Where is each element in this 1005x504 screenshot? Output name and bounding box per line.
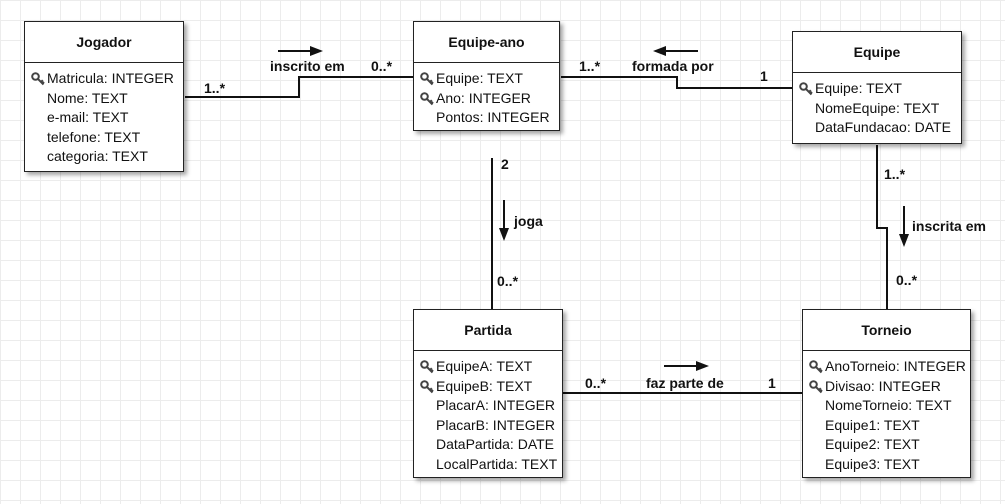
field-text: LocalPartida: TEXT	[436, 455, 558, 472]
field-text: Divisao: INTEGER	[825, 377, 941, 394]
field-text: Nome: TEXT	[47, 89, 128, 106]
line-formada-por	[561, 76, 793, 89]
relation-label-faz-parte-de: faz parte de	[646, 375, 724, 391]
multiplicity-jogador: 1..*	[204, 80, 226, 96]
entity-partida[interactable]: Partida EquipeA: TEXT EquipeB: TEXT Placar…	[413, 309, 563, 478]
attribute-field: Pontos: INTEGER	[414, 108, 559, 128]
field-text: Equipe1: TEXT	[825, 416, 920, 433]
key-icon	[809, 379, 823, 394]
multiplicity-equipe-formada: 1	[760, 68, 768, 84]
multiplicity-equipe-ano-joga: 2	[501, 156, 509, 172]
field-text: EquipeB: TEXT	[436, 377, 533, 394]
field-text: Equipe: TEXT	[815, 80, 902, 96]
attribute-field: Equipe1: TEXT	[803, 416, 970, 436]
field-text: Ano: INTEGER	[436, 89, 531, 106]
attribute-field: e-mail: TEXT	[25, 108, 183, 128]
entity-equipe[interactable]: Equipe Equipe: TEXT NomeEquipe: TEXT DataF…	[792, 31, 962, 144]
attribute-field: PlacarA: INTEGER	[414, 396, 562, 416]
attribute-field: LocalPartida: TEXT	[414, 455, 562, 475]
primary-key-field: EquipeB: TEXT	[414, 377, 562, 397]
primary-key-field: Divisao: INTEGER	[803, 377, 970, 397]
relation-label-inscrito-em: inscrito em	[270, 58, 345, 74]
field-text: telefone: TEXT	[47, 128, 141, 145]
arrow-down-icon	[899, 206, 909, 247]
field-text: categoria: TEXT	[47, 148, 148, 164]
multiplicity-torneio-faz-parte: 1	[768, 375, 776, 391]
attribute-field: Nome: TEXT	[25, 89, 183, 109]
primary-key-field: AnoTorneio: INTEGER	[803, 357, 970, 377]
relation-label-joga: joga	[514, 213, 543, 229]
primary-key-field: EquipeA: TEXT	[414, 357, 562, 377]
field-text: PlacarB: INTEGER	[436, 416, 556, 433]
line-inscrito-em	[185, 76, 414, 98]
key-icon	[420, 360, 434, 374]
relation-label-formada-por: formada por	[632, 58, 714, 74]
attribute-field: NomeEquipe: TEXT	[793, 99, 961, 119]
relation-label-inscrita-em: inscrita em	[912, 218, 986, 234]
arrow-down-icon	[499, 200, 509, 241]
primary-key-field: Ano: INTEGER	[414, 89, 559, 109]
multiplicity-equipe-ano-inscrito: 0..*	[371, 58, 393, 74]
line-inscrita-em	[876, 145, 888, 310]
attribute-field: PlacarB: INTEGER	[414, 416, 562, 436]
multiplicity-partida-faz-parte: 0..*	[585, 375, 607, 391]
multiplicity-equipe-ano-formada: 1..*	[579, 58, 601, 74]
field-text: e-mail: TEXT	[47, 109, 129, 125]
field-text: DataFundacao: DATE	[815, 119, 951, 135]
attribute-field: categoria: TEXT	[25, 147, 183, 167]
entity-jogador[interactable]: Jogador Matricula: INTEGER Nome: TEXT e-ma…	[24, 21, 184, 172]
key-icon	[420, 72, 434, 86]
attribute-field: DataFundacao: DATE	[793, 118, 961, 138]
field-text: Matricula: INTEGER	[47, 70, 174, 86]
field-text: Equipe3: TEXT	[825, 455, 920, 472]
multiplicity-partida-joga: 0..*	[497, 273, 519, 289]
attribute-field: telefone: TEXT	[25, 128, 183, 148]
key-icon	[420, 379, 434, 394]
attribute-field: NomeTorneio: TEXT	[803, 396, 970, 416]
entity-equipe-ano[interactable]: Equipe-ano Equipe: TEXT Ano: INTEGER Ponto…	[413, 21, 560, 131]
field-text: NomeEquipe: TEXT	[815, 99, 940, 116]
field-text: EquipeA: TEXT	[436, 358, 533, 374]
field-text: PlacarA: INTEGER	[436, 397, 556, 413]
entity-title: Torneio	[803, 310, 970, 351]
attribute-field: DataPartida: DATE	[414, 435, 562, 455]
entity-torneio[interactable]: Torneio AnoTorneio: INTEGER Divisao: INTE…	[802, 309, 971, 478]
primary-key-field: Equipe: TEXT	[793, 79, 961, 99]
field-text: NomeTorneio: TEXT	[825, 397, 952, 413]
entity-title: Equipe	[793, 32, 961, 73]
field-text: Equipe2: TEXT	[825, 436, 920, 452]
multiplicity-equipe-inscrita: 1..*	[884, 166, 906, 182]
primary-key-field: Equipe: TEXT	[414, 69, 559, 89]
field-text: AnoTorneio: INTEGER	[825, 358, 966, 374]
key-icon	[420, 91, 434, 106]
primary-key-field: Matricula: INTEGER	[25, 69, 183, 89]
arrow-right-icon	[278, 46, 323, 56]
attribute-field: Equipe2: TEXT	[803, 435, 970, 455]
entity-title: Partida	[414, 310, 562, 351]
field-text: DataPartida: DATE	[436, 436, 555, 452]
field-text: Pontos: INTEGER	[436, 109, 550, 125]
entity-title: Equipe-ano	[414, 22, 559, 63]
key-icon	[809, 360, 823, 374]
multiplicity-torneio-inscrita: 0..*	[896, 272, 918, 288]
field-text: Equipe: TEXT	[436, 70, 523, 86]
entity-title: Jogador	[25, 22, 183, 63]
arrow-right-icon	[664, 361, 709, 371]
key-icon	[31, 72, 45, 86]
key-icon	[799, 82, 813, 96]
arrow-left-icon	[653, 46, 698, 56]
attribute-field: Equipe3: TEXT	[803, 455, 970, 475]
